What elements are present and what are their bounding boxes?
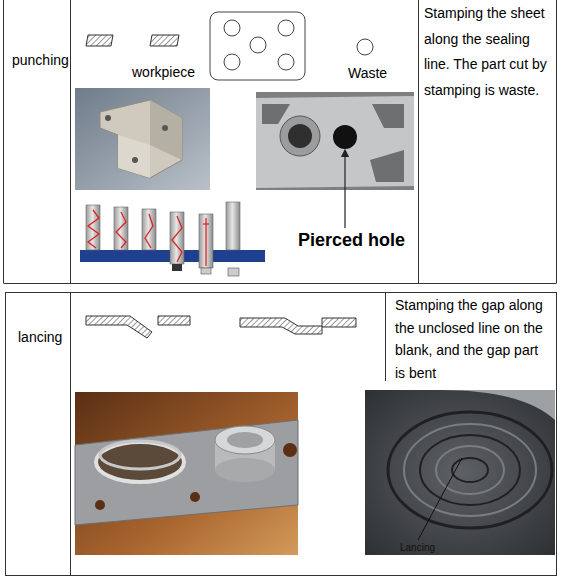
photo-lanced-disc: [365, 390, 555, 555]
bracket-shape: [100, 100, 182, 178]
sheet-plate: [256, 96, 414, 188]
frame-line: [70, 292, 71, 576]
hole-circle: [278, 20, 294, 36]
frame-line: [3, 0, 4, 283]
stress-line: [205, 218, 206, 266]
hatched-section: [86, 316, 152, 338]
part-label: workpiece: [132, 63, 195, 81]
ring: [452, 458, 488, 482]
hatched-section: [322, 318, 356, 327]
concentric-rings: [388, 412, 552, 528]
leader-line: [418, 458, 462, 540]
bracket-hole: [132, 157, 138, 163]
bracket-shape: [118, 135, 150, 178]
table-frame: [4, 0, 557, 576]
stress-line: [203, 223, 209, 224]
hole-circle: [250, 37, 266, 53]
photo-lanced-strip: [75, 392, 298, 555]
punch-pin: [170, 212, 184, 264]
hatched-section: [86, 35, 113, 46]
pierced-hole: [333, 125, 357, 149]
callout-label: Lancing: [400, 542, 435, 554]
photo-pierced: [256, 92, 414, 190]
stress-line: [88, 210, 99, 248]
lanced-ring: [100, 441, 180, 469]
metal-strip: [75, 420, 298, 525]
frame-rect: [6, 293, 557, 576]
stress-line: [116, 212, 126, 248]
row-label: lancing: [18, 328, 62, 346]
frame-line: [385, 292, 386, 381]
hatched-section: [150, 35, 179, 46]
punch-pin: [142, 209, 156, 250]
bracket-hole: [105, 115, 111, 121]
strip-hole: [95, 500, 105, 510]
part-label: Waste: [348, 64, 387, 82]
punch-pin: [226, 202, 240, 250]
punch-pin: [86, 205, 100, 250]
cup-top: [227, 432, 263, 448]
bracket-hole: [162, 125, 168, 131]
hole-circle: [278, 54, 294, 70]
boss-hole: [288, 124, 312, 148]
bracket-shape: [150, 100, 182, 160]
strip-hole: [283, 443, 297, 457]
stress-lines: [88, 210, 209, 266]
sheet-cutout: [370, 150, 404, 182]
sheet-cutout: [372, 104, 404, 128]
leader-line: [344, 153, 345, 228]
hatched-section: [240, 318, 322, 334]
row-label: punching: [12, 51, 69, 69]
hatched-section: [158, 316, 190, 325]
strip-hole: [190, 492, 200, 502]
hole-circle: [224, 54, 240, 70]
frame-line: [70, 0, 71, 283]
punch-pin: [114, 207, 128, 250]
waste-circle: [357, 39, 373, 55]
punch-pin: [199, 214, 213, 268]
frame-line: [418, 0, 419, 283]
slug: [201, 268, 211, 274]
ring: [420, 435, 520, 505]
boss-ring: [280, 116, 320, 156]
cup-top: [215, 426, 275, 454]
slug: [228, 268, 239, 276]
ring: [404, 424, 536, 516]
sheet-outline: [210, 12, 305, 80]
ring: [388, 412, 552, 528]
photo-bracket: [75, 88, 210, 190]
cup-base: [215, 458, 275, 482]
frame-line: [4, 283, 557, 284]
callout-label: Pierced hole: [298, 229, 405, 251]
description-text: Stamping the gap along the unclosed line…: [395, 294, 548, 384]
description-text: Stamping the sheet along the sealing lin…: [424, 1, 554, 103]
frame-line: [556, 0, 557, 283]
stress-line: [145, 214, 153, 248]
hole-circle: [224, 20, 240, 36]
sheet-cutout: [262, 104, 290, 124]
stress-line: [172, 216, 182, 262]
punch-tip: [172, 264, 182, 271]
lanced-ring: [96, 442, 184, 482]
